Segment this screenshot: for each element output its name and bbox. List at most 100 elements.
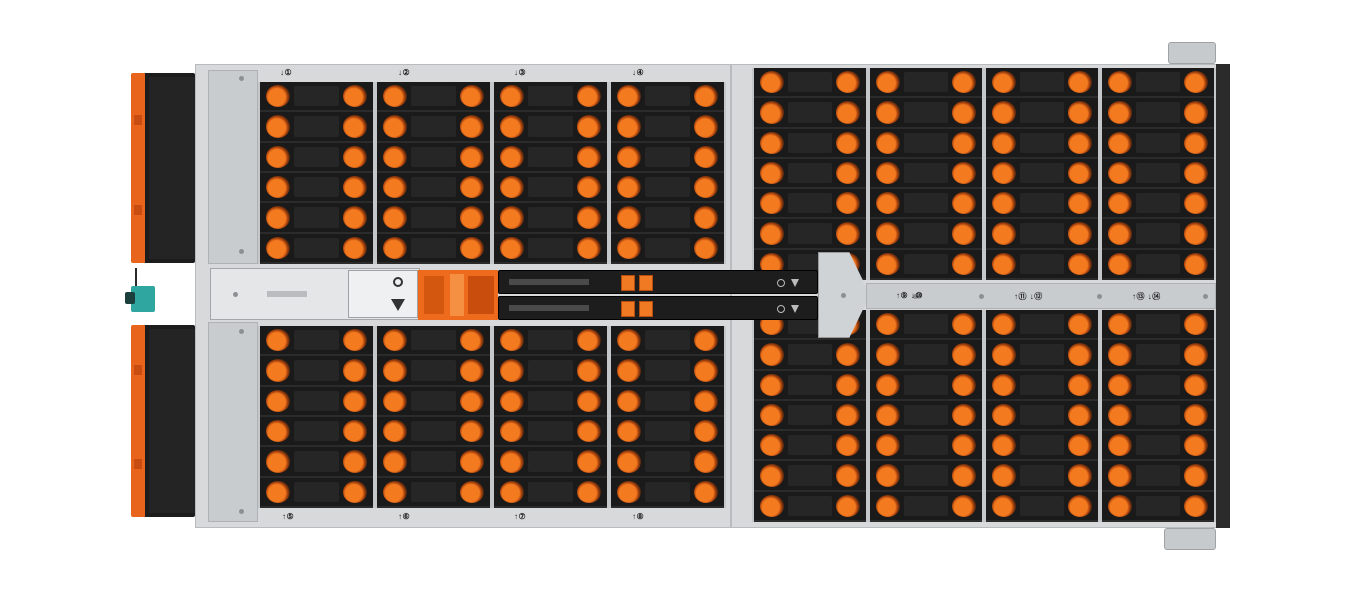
drive-carrier[interactable] xyxy=(986,189,1098,220)
drive-carrier[interactable] xyxy=(377,82,490,113)
drive-latch-icon[interactable] xyxy=(1068,131,1092,154)
drive-latch-icon[interactable] xyxy=(1108,343,1132,366)
drive-carrier[interactable] xyxy=(494,477,607,508)
drive-carrier[interactable] xyxy=(870,249,982,280)
drive-carrier[interactable] xyxy=(986,219,1098,250)
drive-latch-icon[interactable] xyxy=(760,192,784,215)
drive-latch-icon[interactable] xyxy=(1068,161,1092,185)
drive-latch-icon[interactable] xyxy=(1184,131,1208,154)
drive-carrier[interactable] xyxy=(611,172,724,204)
drive-latch-icon[interactable] xyxy=(383,450,407,473)
drive-latch-icon[interactable] xyxy=(1184,403,1208,427)
drive-carrier[interactable] xyxy=(377,447,490,478)
drive-latch-icon[interactable] xyxy=(836,434,860,457)
drive-latch-icon[interactable] xyxy=(617,206,641,229)
drive-latch-icon[interactable] xyxy=(760,131,784,154)
drive-carrier[interactable] xyxy=(377,203,490,234)
drive-carrier[interactable] xyxy=(260,386,373,417)
drive-latch-icon[interactable] xyxy=(383,115,407,138)
drive-carrier[interactable] xyxy=(494,386,607,417)
drive-carrier[interactable] xyxy=(260,326,373,357)
drive-latch-icon[interactable] xyxy=(992,131,1016,154)
drive-carrier[interactable] xyxy=(1102,370,1214,401)
drive-carrier[interactable] xyxy=(611,447,724,478)
drive-latch-icon[interactable] xyxy=(343,206,367,229)
drive-carrier[interactable] xyxy=(870,340,982,371)
drive-latch-icon[interactable] xyxy=(617,329,641,352)
drive-latch-icon[interactable] xyxy=(1068,252,1092,275)
drive-latch-icon[interactable] xyxy=(500,85,524,108)
drive-latch-icon[interactable] xyxy=(460,359,484,382)
drive-latch-icon[interactable] xyxy=(266,236,290,259)
drive-latch-icon[interactable] xyxy=(992,71,1016,94)
drive-latch-icon[interactable] xyxy=(952,464,976,487)
drive-carrier[interactable] xyxy=(870,491,982,522)
drive-latch-icon[interactable] xyxy=(1068,222,1092,245)
drive-latch-icon[interactable] xyxy=(836,192,860,215)
drive-latch-icon[interactable] xyxy=(760,252,784,275)
drive-latch-icon[interactable] xyxy=(577,419,601,443)
drive-carrier[interactable] xyxy=(260,416,373,448)
drive-latch-icon[interactable] xyxy=(760,222,784,245)
drive-carrier[interactable] xyxy=(1102,249,1214,280)
drive-carrier[interactable] xyxy=(870,431,982,462)
drive-latch-icon[interactable] xyxy=(876,403,900,427)
drive-carrier[interactable] xyxy=(260,112,373,143)
drive-latch-icon[interactable] xyxy=(383,389,407,412)
drive-carrier[interactable] xyxy=(377,142,490,173)
drive-carrier[interactable] xyxy=(986,98,1098,129)
drive-carrier[interactable] xyxy=(754,98,866,129)
drive-latch-icon[interactable] xyxy=(760,71,784,94)
drive-latch-icon[interactable] xyxy=(992,161,1016,185)
drive-carrier[interactable] xyxy=(754,400,866,432)
drive-latch-icon[interactable] xyxy=(383,206,407,229)
io-module-top-latch-left[interactable] xyxy=(621,275,635,291)
drive-latch-icon[interactable] xyxy=(1184,373,1208,396)
drive-latch-icon[interactable] xyxy=(992,494,1016,517)
drive-latch-icon[interactable] xyxy=(500,145,524,168)
io-module-bottom-latch-left[interactable] xyxy=(621,301,635,317)
drive-latch-icon[interactable] xyxy=(1184,464,1208,487)
drive-latch-icon[interactable] xyxy=(577,359,601,382)
drive-latch-icon[interactable] xyxy=(617,480,641,503)
drive-carrier[interactable] xyxy=(377,416,490,448)
drive-latch-icon[interactable] xyxy=(992,192,1016,215)
drive-carrier[interactable] xyxy=(754,158,866,190)
drive-latch-icon[interactable] xyxy=(383,236,407,259)
drive-latch-icon[interactable] xyxy=(460,175,484,199)
drive-latch-icon[interactable] xyxy=(1184,101,1208,124)
drive-latch-icon[interactable] xyxy=(577,389,601,412)
drive-carrier[interactable] xyxy=(754,219,866,250)
drive-latch-icon[interactable] xyxy=(1184,161,1208,185)
drive-carrier[interactable] xyxy=(494,447,607,478)
drive-latch-icon[interactable] xyxy=(876,494,900,517)
drive-latch-icon[interactable] xyxy=(760,464,784,487)
drive-carrier[interactable] xyxy=(377,233,490,264)
drive-latch-icon[interactable] xyxy=(876,373,900,396)
drive-carrier[interactable] xyxy=(260,172,373,204)
drive-latch-icon[interactable] xyxy=(1068,494,1092,517)
drive-carrier[interactable] xyxy=(611,477,724,508)
drive-carrier[interactable] xyxy=(377,326,490,357)
drive-latch-icon[interactable] xyxy=(992,252,1016,275)
drive-latch-icon[interactable] xyxy=(266,115,290,138)
drive-latch-icon[interactable] xyxy=(460,450,484,473)
drive-carrier[interactable] xyxy=(494,356,607,387)
drive-latch-icon[interactable] xyxy=(836,101,860,124)
drive-latch-icon[interactable] xyxy=(1108,373,1132,396)
drive-latch-icon[interactable] xyxy=(266,480,290,503)
drive-carrier[interactable] xyxy=(754,68,866,99)
drive-latch-icon[interactable] xyxy=(876,313,900,336)
drive-carrier[interactable] xyxy=(260,233,373,264)
drive-latch-icon[interactable] xyxy=(1184,343,1208,366)
drive-latch-icon[interactable] xyxy=(694,450,718,473)
drive-latch-icon[interactable] xyxy=(876,131,900,154)
drive-latch-icon[interactable] xyxy=(694,115,718,138)
drive-latch-icon[interactable] xyxy=(952,252,976,275)
drive-latch-icon[interactable] xyxy=(1108,313,1132,336)
rack-handle-top[interactable] xyxy=(1168,42,1216,64)
drive-latch-icon[interactable] xyxy=(876,252,900,275)
drive-carrier[interactable] xyxy=(377,112,490,143)
drive-carrier[interactable] xyxy=(986,128,1098,159)
drive-latch-icon[interactable] xyxy=(876,192,900,215)
